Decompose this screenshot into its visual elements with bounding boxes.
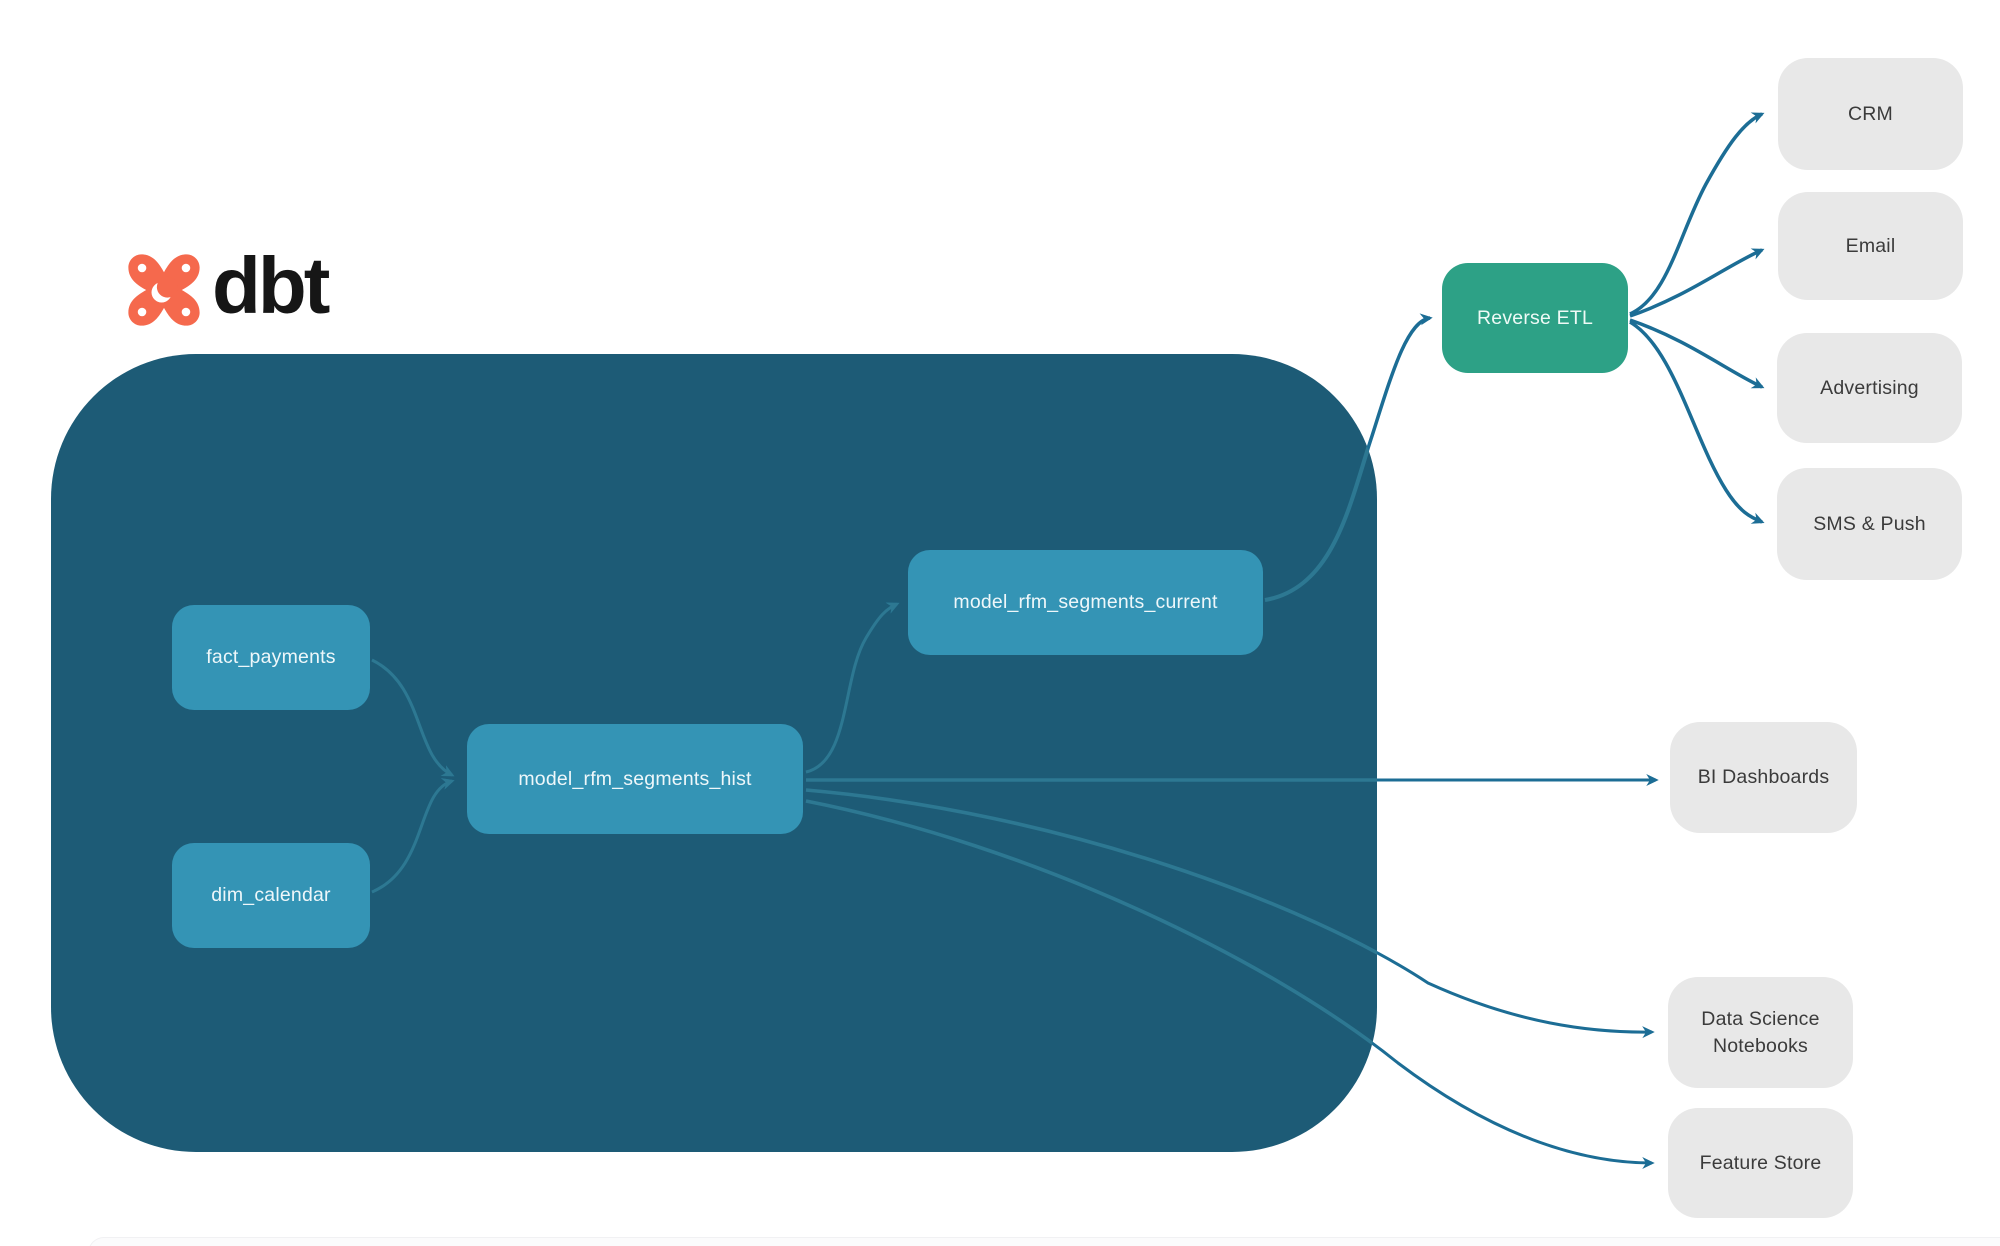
- node-label: model_rfm_segments_current: [953, 591, 1218, 614]
- node-label: SMS & Push: [1813, 512, 1926, 535]
- node-email: Email: [1778, 192, 1963, 300]
- node-advertising: Advertising: [1777, 333, 1962, 443]
- node-label: CRM: [1847, 102, 1893, 125]
- node-bi-dashboards: BI Dashboards: [1670, 722, 1857, 833]
- edge-reverseetl-to-crm: [1629, 112, 1765, 316]
- edge-reverseetl-to-email: [1629, 248, 1765, 318]
- node-model-rfm-segments-hist: model_rfm_segments_hist: [467, 724, 803, 834]
- node-model-rfm-segments-current: model_rfm_segments_current: [908, 550, 1263, 655]
- dbt-wordmark: dbt: [212, 241, 330, 330]
- edge-reverseetl-to-smspush: [1629, 320, 1765, 524]
- node-label: Reverse ETL: [1477, 306, 1593, 329]
- node-feature-store: Feature Store: [1668, 1108, 1853, 1218]
- node-label: model_rfm_segments_hist: [518, 767, 752, 790]
- dbt-logo: dbt: [126, 246, 330, 328]
- node-sms-push: SMS & Push: [1777, 468, 1962, 580]
- node-label: dim_calendar: [211, 884, 331, 907]
- dbt-logo-icon: [128, 254, 200, 326]
- node-fact-payments: fact_payments: [172, 605, 370, 710]
- node-dim-calendar: dim_calendar: [172, 843, 370, 948]
- node-label: Advertising: [1820, 376, 1919, 399]
- node-label: fact_payments: [206, 646, 336, 669]
- node-label: Feature Store: [1699, 1151, 1822, 1174]
- node-label: Data Science Notebooks: [1701, 1008, 1820, 1057]
- bottom-sheet-edge: [88, 1237, 2000, 1246]
- node-label: BI Dashboards: [1697, 766, 1830, 789]
- node-reverse-etl: Reverse ETL: [1442, 263, 1628, 373]
- edge-reverseetl-to-advertising: [1629, 318, 1765, 389]
- node-crm: CRM: [1778, 58, 1963, 170]
- node-data-science-notebooks: Data Science Notebooks: [1668, 977, 1853, 1088]
- node-label: Email: [1845, 234, 1896, 257]
